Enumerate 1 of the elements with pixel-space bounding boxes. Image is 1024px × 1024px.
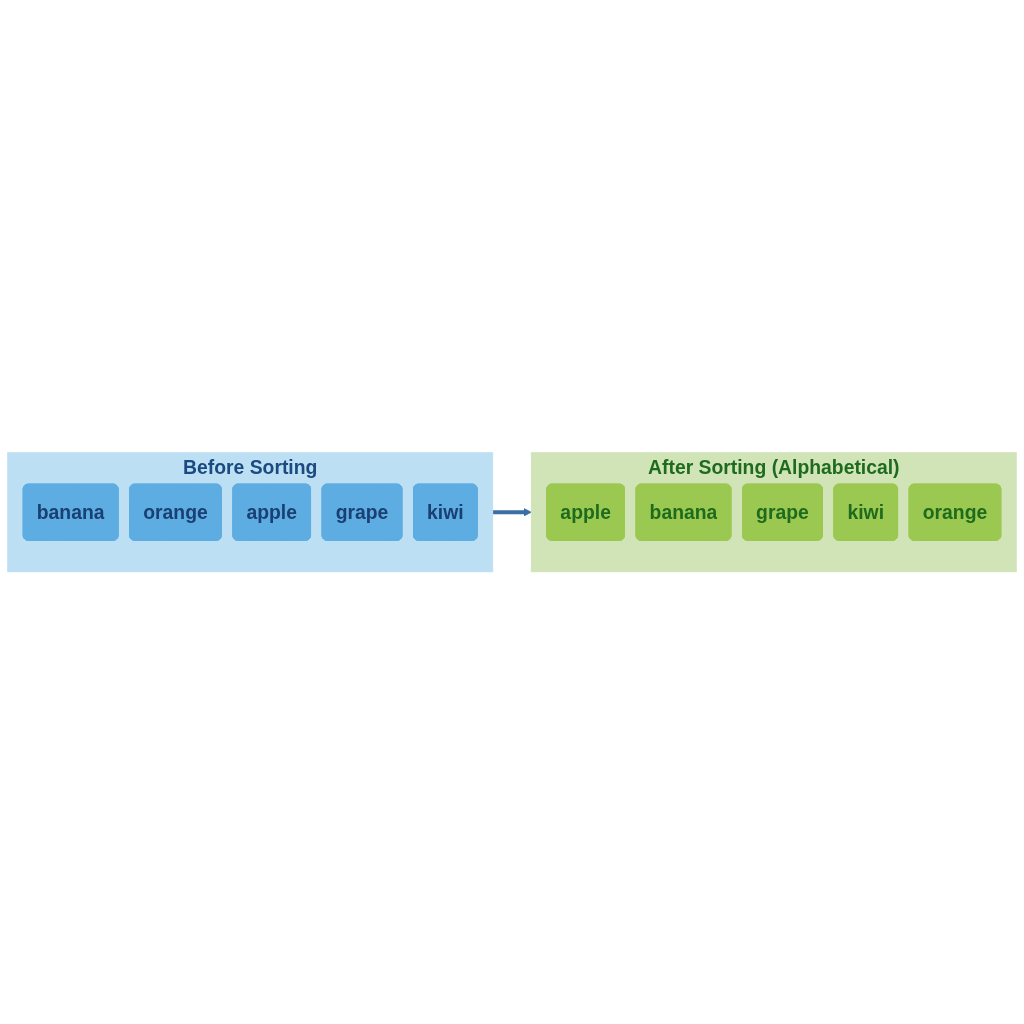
arrow — [492, 507, 532, 517]
